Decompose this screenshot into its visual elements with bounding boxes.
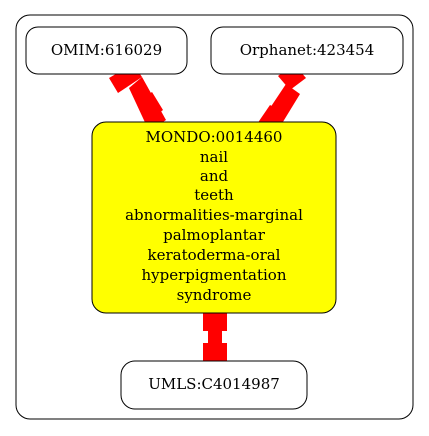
cluster-frame	[15, 14, 414, 420]
node-mondo-line-1: nail	[200, 148, 228, 166]
node-mondo-line-8: syndrome	[177, 286, 252, 304]
node-mondo-line-6: keratoderma-oral	[148, 246, 281, 264]
node-mondo-line-7: hyperpigmentation	[141, 266, 286, 284]
node-mondo-line-2: and	[200, 167, 229, 185]
node-orphanet[interactable]: Orphanet:423454	[210, 26, 404, 75]
node-mondo-line-4: abnormalities-marginal	[125, 206, 303, 224]
node-mondo-line-3: teeth	[194, 186, 234, 204]
node-omim-label: OMIM:616029	[51, 41, 162, 59]
node-omim[interactable]: OMIM:616029	[25, 26, 188, 75]
edge-mondo-to-umls	[203, 307, 227, 367]
node-orphanet-label: Orphanet:423454	[240, 41, 375, 59]
node-mondo[interactable]: MONDO:0014460 nail and teeth abnormaliti…	[91, 121, 337, 314]
node-umls[interactable]: UMLS:C4014987	[120, 360, 308, 410]
node-mondo-line-0: MONDO:0014460	[146, 128, 283, 146]
node-umls-label: UMLS:C4014987	[148, 375, 280, 393]
node-mondo-line-5: palmoplantar	[163, 226, 266, 244]
